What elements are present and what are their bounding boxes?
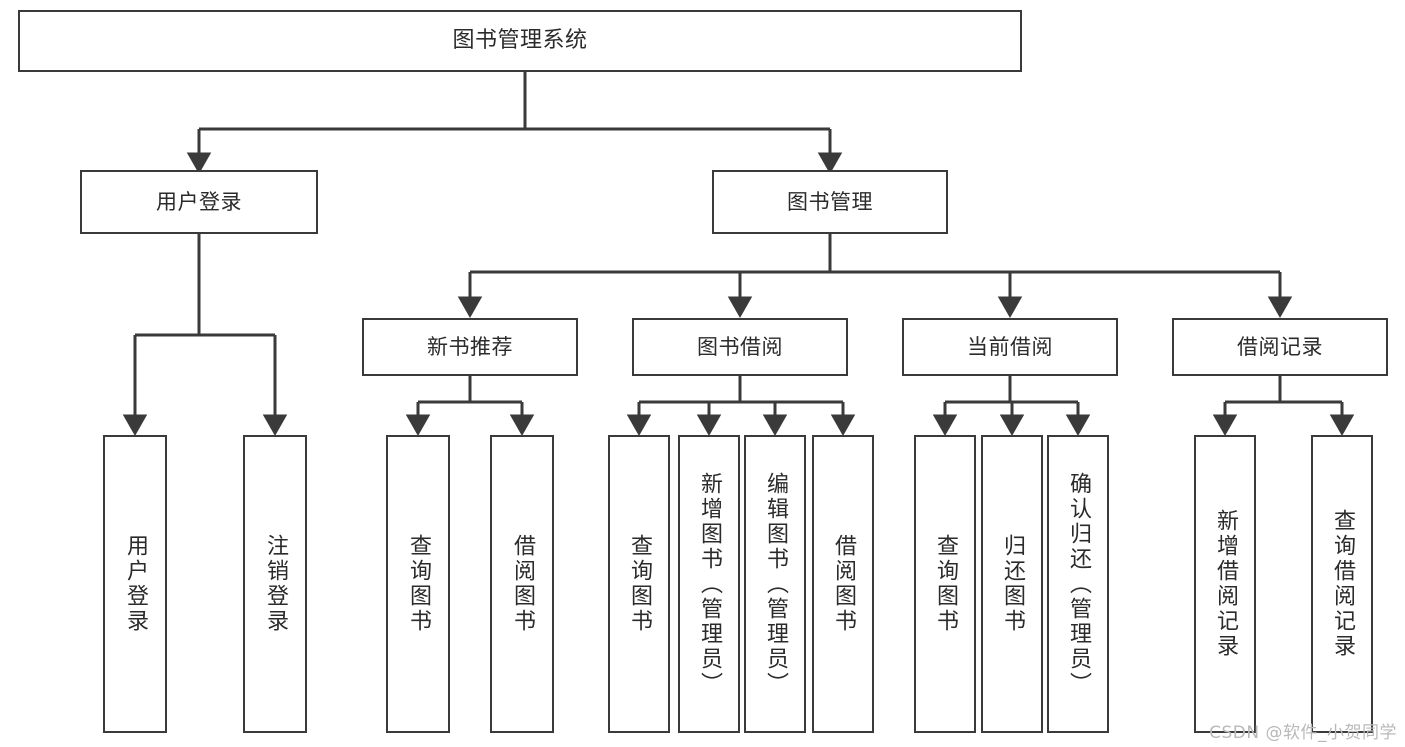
node-leaf-book-borrow-query-label: 查询图书 bbox=[626, 534, 652, 634]
node-leaf-current-borrow-query-label: 查询图书 bbox=[932, 534, 958, 634]
node-borrow-record[interactable]: 借阅记录 bbox=[1172, 318, 1388, 376]
node-leaf-borrow-record-query-label: 查询借阅记录 bbox=[1329, 509, 1355, 659]
csdn-watermark: CSDN @软件_小贺同学 bbox=[1209, 723, 1397, 743]
node-leaf-current-borrow-return[interactable]: 归还图书 bbox=[981, 435, 1043, 733]
node-leaf-current-borrow-confirm[interactable]: 确认归还（管理员） bbox=[1047, 435, 1109, 733]
node-borrow-record-label: 借阅记录 bbox=[1237, 334, 1323, 359]
node-leaf-book-borrow-borrow-label: 借阅图书 bbox=[830, 534, 856, 634]
node-leaf-borrow-record-query[interactable]: 查询借阅记录 bbox=[1311, 435, 1373, 733]
node-leaf-borrow-record-add[interactable]: 新增借阅记录 bbox=[1194, 435, 1256, 733]
node-leaf-current-borrow-confirm-label: 确认归还（管理员） bbox=[1065, 471, 1091, 697]
node-leaf-current-borrow-return-label: 归还图书 bbox=[999, 534, 1025, 634]
node-leaf-user-login-logout-label: 注销登录 bbox=[262, 534, 288, 634]
node-leaf-user-login-logout[interactable]: 注销登录 bbox=[243, 435, 307, 733]
node-new-book-recommend-label: 新书推荐 bbox=[427, 334, 513, 359]
node-leaf-book-borrow-borrow[interactable]: 借阅图书 bbox=[812, 435, 874, 733]
node-leaf-borrow-record-add-label: 新增借阅记录 bbox=[1212, 509, 1238, 659]
node-leaf-book-borrow-edit-label: 编辑图书（管理员） bbox=[762, 471, 788, 697]
node-leaf-book-borrow-edit[interactable]: 编辑图书（管理员） bbox=[744, 435, 806, 733]
node-book-management[interactable]: 图书管理 bbox=[712, 170, 948, 234]
node-leaf-book-borrow-add-label: 新增图书（管理员） bbox=[696, 471, 722, 697]
node-current-borrow[interactable]: 当前借阅 bbox=[902, 318, 1118, 376]
node-leaf-current-borrow-query[interactable]: 查询图书 bbox=[914, 435, 976, 733]
node-leaf-new-book-query[interactable]: 查询图书 bbox=[386, 435, 450, 733]
node-leaf-new-book-borrow[interactable]: 借阅图书 bbox=[490, 435, 554, 733]
node-leaf-user-login-login-label: 用户登录 bbox=[122, 534, 148, 634]
node-user-login-label: 用户登录 bbox=[156, 189, 242, 214]
node-leaf-new-book-borrow-label: 借阅图书 bbox=[509, 534, 535, 634]
node-leaf-new-book-query-label: 查询图书 bbox=[405, 534, 431, 634]
node-current-borrow-label: 当前借阅 bbox=[967, 334, 1053, 359]
node-root-system[interactable]: 图书管理系统 bbox=[18, 10, 1022, 72]
node-book-borrow-label: 图书借阅 bbox=[697, 334, 783, 359]
node-root-system-label: 图书管理系统 bbox=[452, 28, 588, 54]
node-user-login[interactable]: 用户登录 bbox=[80, 170, 318, 234]
node-book-management-label: 图书管理 bbox=[787, 189, 873, 214]
node-leaf-user-login-login[interactable]: 用户登录 bbox=[103, 435, 167, 733]
node-leaf-book-borrow-query[interactable]: 查询图书 bbox=[608, 435, 670, 733]
node-book-borrow[interactable]: 图书借阅 bbox=[632, 318, 848, 376]
node-new-book-recommend[interactable]: 新书推荐 bbox=[362, 318, 578, 376]
node-leaf-book-borrow-add[interactable]: 新增图书（管理员） bbox=[678, 435, 740, 733]
